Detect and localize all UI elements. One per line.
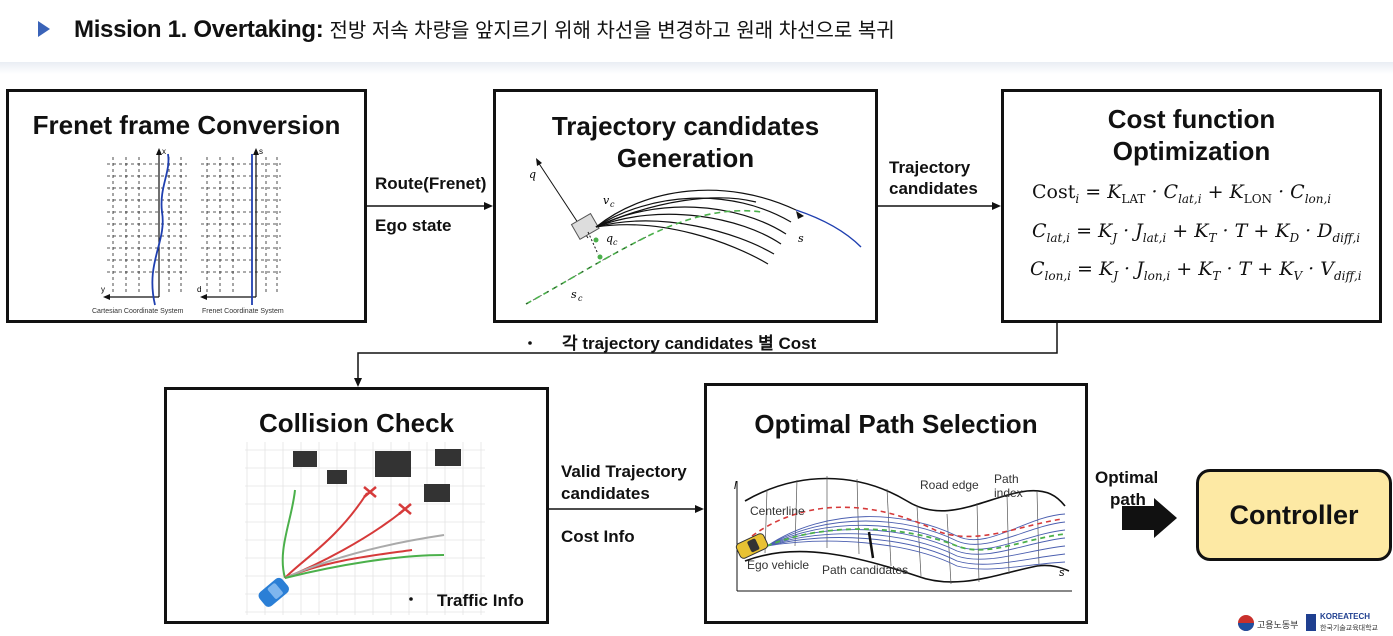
koreatech-logo-icon: [1306, 614, 1316, 631]
cost-box: Cost function Optimization Costi = KLAT …: [1001, 89, 1382, 323]
trajectory-title-line2: Generation: [616, 143, 755, 173]
optimal-path-label-1: Optimal: [1095, 468, 1159, 487]
axis-l-label: l: [734, 480, 737, 492]
valid-trajectory-label-2: candidates: [561, 484, 650, 503]
ministry-logo-text: 고용노동부: [1257, 620, 1299, 630]
cartesian-caption: Cartesian Coordinate System: [92, 308, 184, 315]
road-edge-label: Road edge: [920, 478, 979, 492]
ego-car-icon: [258, 577, 289, 607]
path-index-label-2: index: [994, 486, 1023, 500]
trajectory-candidates-label-1: Trajectory: [889, 158, 971, 177]
bullet-triangle-icon: [38, 21, 50, 37]
collision-illustration: [245, 442, 485, 615]
axis-s-label: s: [259, 147, 263, 156]
axis-s-label-optimal: s: [1059, 567, 1065, 579]
frenet-illustration: x y s d: [101, 147, 281, 306]
path-candidates-label: Path candidates: [822, 563, 909, 577]
trajectory-title-line1: Trajectory candidates: [551, 111, 820, 141]
header: [0, 0, 1393, 64]
traffic-info-label: Traffic Info: [437, 591, 524, 610]
label-qc-sub: c: [613, 238, 618, 247]
label-vc-sub: c: [610, 200, 615, 209]
label-q: q: [529, 168, 536, 181]
collision-box: Collision Check: [164, 387, 549, 624]
cost-equation-lateral: Clat,i = KJ · Jlat,i + KT · T + KD · Ddi…: [1032, 220, 1361, 245]
axis-y-label: y: [101, 285, 105, 294]
frenet-box: Frenet frame Conversion: [6, 89, 367, 323]
ego-vehicle-icon: [735, 533, 769, 559]
controller-box: Controller: [1196, 469, 1392, 561]
ego-vehicle-label: Ego vehicle: [747, 558, 810, 572]
koreatech-logo-text: KOREATECH: [1320, 612, 1371, 621]
mission-subtitle: 전방 저속 차량을 앞지르기 위해 차선을 변경하고 원래 차선으로 복귀: [329, 20, 895, 42]
centerline-label: Centerline: [750, 504, 805, 518]
optimal-path-label-2: path: [1110, 490, 1146, 509]
cost-title-line2: Optimization: [1112, 136, 1271, 166]
collision-title: Collision Check: [258, 408, 455, 438]
optimal-title: Optimal Path Selection: [754, 409, 1038, 439]
cost-title-line1: Cost function: [1107, 104, 1276, 134]
trajectory-box: Trajectory candidates Generation q v c q…: [493, 89, 878, 323]
frenet-caption: Frenet Coordinate System: [202, 308, 284, 315]
mission-label: Mission 1. Overtaking:: [74, 16, 324, 43]
ego-state-label: Ego state: [375, 216, 452, 235]
cost-equation-total: Costi = KLAT · Clat,i + KLON · Clon,i: [1032, 181, 1332, 206]
cost-info-label: Cost Info: [561, 527, 635, 546]
axis-x-label: x: [162, 147, 166, 156]
label-vc: v: [603, 194, 610, 207]
optimal-illustration: l s: [734, 476, 1072, 592]
label-s: s: [798, 232, 804, 245]
koreatech-logo-subtext: 한국기술교육대학교: [1320, 625, 1378, 632]
trajectory-illustration: q v c q c s s c: [525, 158, 862, 305]
cost-equation-longitudinal: Clon,i = KJ · Jlon,i + KT · T + KV · Vdi…: [1030, 258, 1362, 283]
cost-per-candidate-label: 각 trajectory candidates 별 Cost: [562, 334, 817, 353]
ministry-logo-icon: [1238, 615, 1254, 631]
label-qc: q: [606, 232, 613, 245]
frenet-title: Frenet frame Conversion: [32, 110, 341, 140]
valid-trajectory-label-1: Valid Trajectory: [561, 462, 687, 481]
axis-d-label: d: [197, 285, 201, 294]
header-divider: [0, 62, 1393, 74]
page-title: Mission 1. Overtaking:전방 저속 차량을 앞지르기 위해 …: [74, 14, 895, 44]
route-label: Route(Frenet): [375, 174, 487, 193]
trajectory-candidates-label-2: candidates: [889, 179, 978, 198]
path-index-label-1: Path: [994, 472, 1019, 486]
label-sc-sub: c: [578, 294, 583, 303]
label-sc: s: [571, 288, 577, 301]
optimal-box: Optimal Path Selection l s R: [704, 383, 1088, 624]
